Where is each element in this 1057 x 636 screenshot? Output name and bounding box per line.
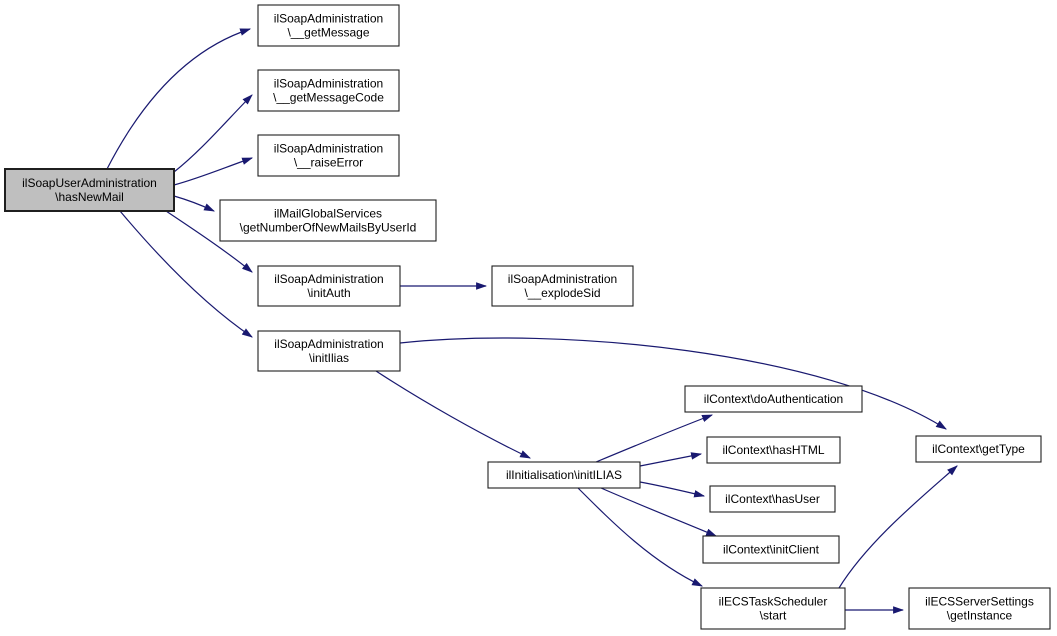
node-box[interactable] <box>257 4 400 47</box>
graph-node-initAuth[interactable]: ilSoapAdministration\initAuth <box>257 265 401 307</box>
node-label: ilContext\hasUser <box>725 492 820 506</box>
graph-node-explodeSid[interactable]: ilSoapAdministration\__explodeSid <box>491 265 634 307</box>
node-box[interactable] <box>908 587 1051 630</box>
graph-node-getMessageCode[interactable]: ilSoapAdministration\__getMessageCode <box>257 69 400 112</box>
graph-node-getInstance[interactable]: ilECSServerSettings\getInstance <box>908 587 1051 630</box>
graph-edge-hasNewMail-getMessage <box>106 28 252 170</box>
node-label: \hasNewMail <box>55 190 124 204</box>
graph-edge-hasNewMail-raiseError <box>173 157 254 186</box>
node-box[interactable] <box>709 485 836 513</box>
node-label: \start <box>760 609 787 623</box>
graph-edge-initILIAS-initClient <box>600 487 718 537</box>
graph-node-start[interactable]: ilECSTaskScheduler\start <box>700 587 846 630</box>
graph-node-hasHTML[interactable]: ilContext\hasHTML <box>706 436 841 464</box>
graph-edge-initILIAS-start <box>577 487 703 587</box>
node-box[interactable] <box>700 587 846 630</box>
node-label: \__getMessage <box>287 26 369 40</box>
node-label: ilInitialisation\initILIAS <box>506 468 622 482</box>
node-label: ilMailGlobalServices <box>274 207 382 221</box>
graph-node-hasNewMail[interactable]: ilSoapUserAdministration\hasNewMail <box>4 168 175 212</box>
node-box[interactable] <box>257 69 400 112</box>
node-label: \__explodeSid <box>524 286 600 300</box>
graph-edge-initIlias-getType <box>399 337 947 430</box>
node-label: ilSoapAdministration <box>274 272 383 286</box>
graph-edge-initILIAS-hasUser <box>639 481 706 498</box>
graph-node-getNumberOfNewMailsByUserId[interactable]: ilMailGlobalServices\getNumberOfNewMails… <box>219 199 437 242</box>
node-label: ilContext\initClient <box>723 543 820 557</box>
node-label: ilECSTaskScheduler <box>719 595 828 609</box>
graph-node-initILIAS[interactable]: ilInitialisation\initILIAS <box>487 461 641 489</box>
node-label: ilSoapAdministration <box>274 142 383 156</box>
node-label: ilSoapAdministration <box>274 337 383 351</box>
node-box[interactable] <box>4 168 175 212</box>
node-box[interactable] <box>706 436 841 464</box>
graph-edge-initIlias-initILIAS <box>375 370 531 459</box>
graph-edge-initILIAS-hasHTML <box>639 452 703 467</box>
graph-edge-hasNewMail-getNumberOfNewMailsByUserId <box>173 195 215 212</box>
node-label: ilSoapAdministration <box>508 272 617 286</box>
graph-edges-layer <box>106 28 958 614</box>
node-label: ilContext\getType <box>932 442 1025 456</box>
graph-node-raiseError[interactable]: ilSoapAdministration\__raiseError <box>257 134 400 177</box>
node-label: ilSoapUserAdministration <box>22 176 157 190</box>
node-label: \initAuth <box>307 286 350 300</box>
graph-node-getType[interactable]: ilContext\getType <box>915 435 1042 463</box>
node-box[interactable] <box>257 265 401 307</box>
node-box[interactable] <box>219 199 437 242</box>
graph-node-doAuthentication[interactable]: ilContext\doAuthentication <box>684 385 863 413</box>
graph-nodes-layer: ilSoapUserAdministration\hasNewMaililSoa… <box>4 4 1051 630</box>
graph-edge-start-getType <box>838 465 958 589</box>
graph-edge-hasNewMail-initAuth <box>165 210 253 273</box>
node-label: ilSoapAdministration <box>274 12 383 26</box>
node-label: \__raiseError <box>294 156 363 170</box>
node-label: ilContext\doAuthentication <box>704 392 843 406</box>
graph-node-getMessage[interactable]: ilSoapAdministration\__getMessage <box>257 4 400 47</box>
node-box[interactable] <box>702 535 840 564</box>
node-label: \getInstance <box>947 609 1013 623</box>
node-box[interactable] <box>491 265 634 307</box>
node-box[interactable] <box>684 385 863 413</box>
node-label: ilECSServerSettings <box>925 595 1034 609</box>
graph-edge-hasNewMail-getMessageCode <box>173 94 253 173</box>
node-label: ilContext\hasHTML <box>722 443 824 457</box>
graph-node-hasUser[interactable]: ilContext\hasUser <box>709 485 836 513</box>
node-label: \initIlias <box>309 351 349 365</box>
graph-node-initClient[interactable]: ilContext\initClient <box>702 535 840 564</box>
graph-edge-initILIAS-doAuthentication <box>595 414 714 463</box>
node-box[interactable] <box>487 461 641 489</box>
node-label: ilSoapAdministration <box>274 77 383 91</box>
node-label: \getNumberOfNewMailsByUserId <box>240 221 417 235</box>
node-box[interactable] <box>915 435 1042 463</box>
node-label: \__getMessageCode <box>273 91 384 105</box>
node-box[interactable] <box>257 330 401 372</box>
graph-edge-hasNewMail-initIlias <box>119 210 253 338</box>
node-box[interactable] <box>257 134 400 177</box>
graph-node-initIlias[interactable]: ilSoapAdministration\initIlias <box>257 330 401 372</box>
